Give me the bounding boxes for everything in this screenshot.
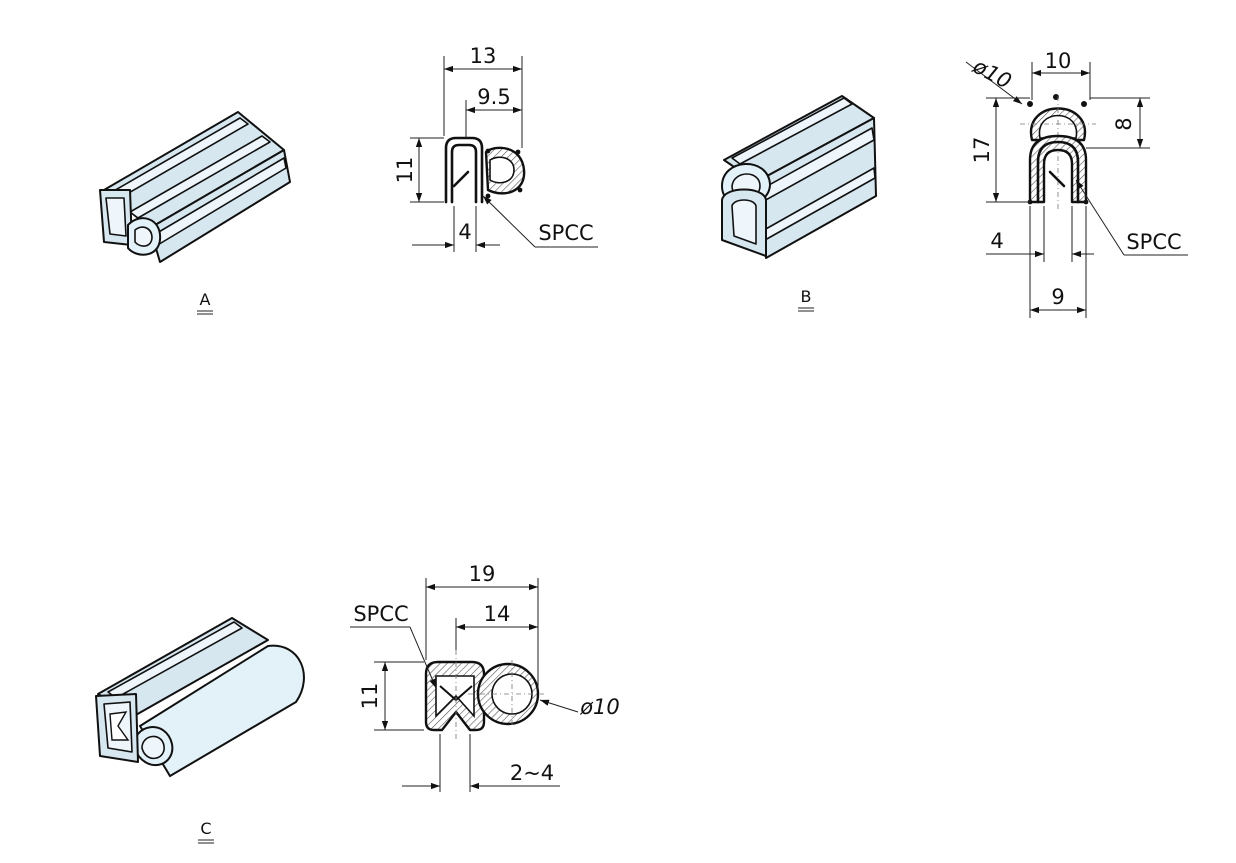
seal-c-dimensions: 19 14 11 2~4 ø10 SPCC [350, 562, 620, 792]
dim-c-height: 11 [358, 683, 382, 710]
seal-c-section [424, 650, 544, 740]
label-b: B [801, 287, 812, 306]
seal-a-section [444, 136, 526, 204]
dim-c-width: 19 [469, 562, 496, 586]
dim-c-diameter: ø10 [579, 695, 620, 719]
label-c: C [200, 819, 211, 838]
seal-b-dimensions: ø10 10 8 17 4 9 SPCC [965, 49, 1188, 318]
seal-b-label: B [798, 287, 814, 312]
seal-b-isometric [720, 95, 877, 259]
dim-a-gap: 4 [458, 220, 471, 244]
dim-b-width-bottom: 9 [1051, 285, 1064, 309]
seal-a-isometric [99, 111, 291, 263]
dim-c-gap: 2~4 [510, 761, 554, 785]
label-a: A [200, 290, 211, 309]
seal-c-isometric [95, 617, 305, 778]
dim-b-material: SPCC [1126, 230, 1181, 254]
dim-a-width: 13 [470, 44, 497, 68]
dim-c-inner-width: 14 [484, 602, 511, 626]
dim-a-material: SPCC [538, 221, 593, 245]
dim-c-material: SPCC [353, 602, 408, 626]
dim-b-gap: 4 [990, 229, 1003, 253]
seal-a-label: A [197, 290, 213, 315]
dim-b-bulb-height: 8 [1112, 117, 1136, 130]
dim-a-height: 11 [393, 157, 417, 184]
dim-b-diameter: ø10 [968, 53, 1015, 93]
seal-b-section [1020, 94, 1096, 210]
seal-a-dimensions: 13 9.5 11 4 SPCC [393, 44, 598, 252]
dim-b-height: 17 [970, 137, 994, 164]
dim-a-inner-width: 9.5 [477, 85, 510, 109]
seal-c-label: C [198, 819, 214, 844]
dim-b-width: 10 [1045, 49, 1072, 73]
